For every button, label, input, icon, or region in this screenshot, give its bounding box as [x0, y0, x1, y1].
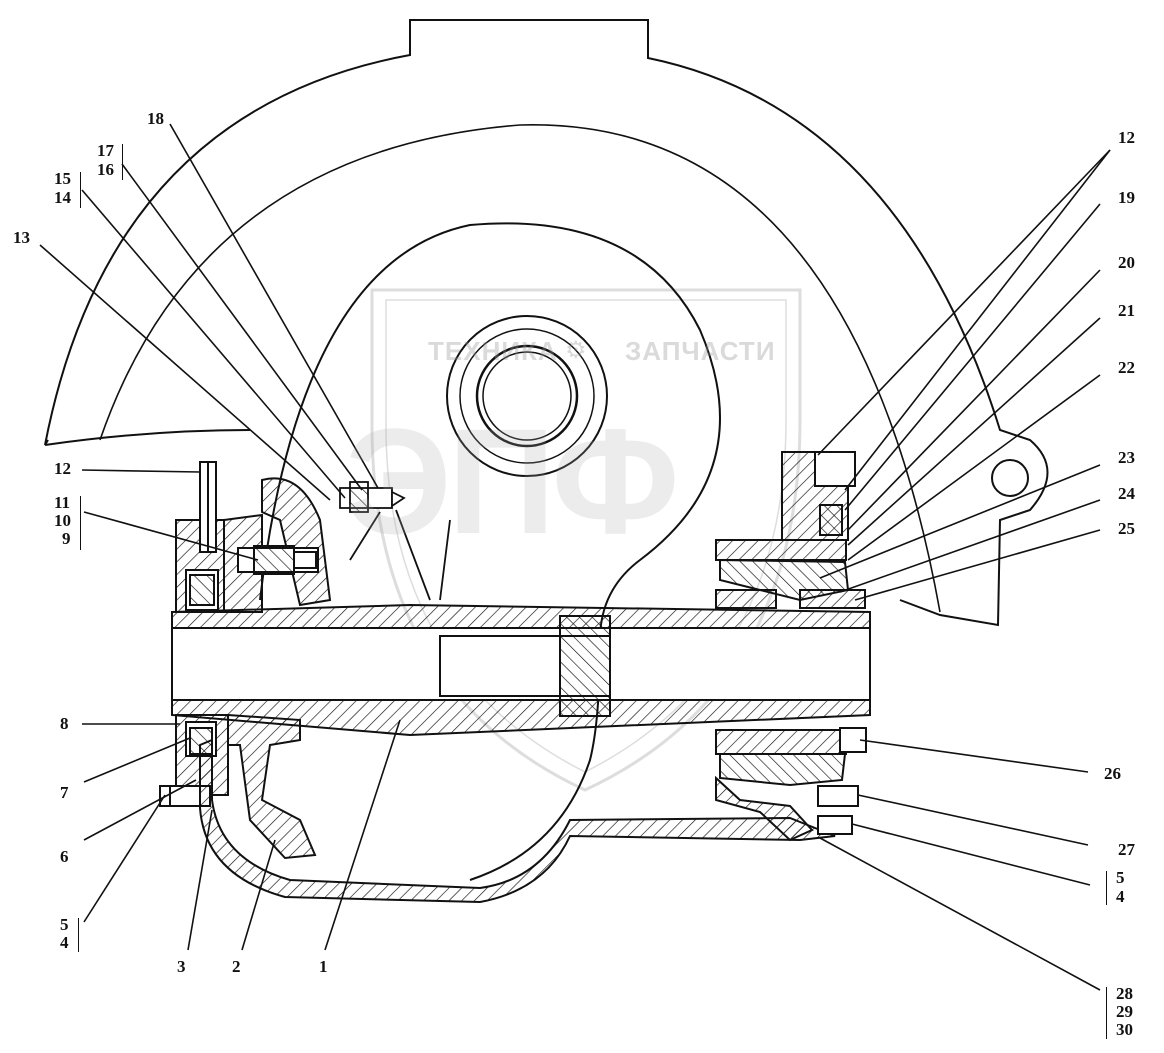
callout-18: 18: [147, 109, 164, 128]
callout-8: 8: [60, 714, 69, 733]
callout-2: 2: [232, 957, 241, 976]
callout-24: 24: [1118, 484, 1135, 503]
bracket-11-9: [80, 496, 81, 550]
callout-26: 26: [1104, 764, 1121, 783]
callout-4-right: 4: [1116, 887, 1125, 906]
callout-15: 15: [54, 169, 71, 188]
grease-fitting: [339, 481, 451, 601]
bracket-5-4-left: [78, 918, 79, 952]
gear-disc: [259, 222, 721, 881]
main-shaft: [171, 603, 871, 737]
callout-4-left: 4: [60, 933, 69, 952]
callout-1: 1: [319, 957, 328, 976]
watermark-logo: ЭПФ: [345, 397, 680, 565]
callout-28: 28: [1116, 984, 1133, 1003]
callout-23: 23: [1118, 448, 1135, 467]
callout-25: 25: [1118, 519, 1135, 538]
callout-11: 11: [54, 493, 71, 512]
callout-21: 21: [1118, 301, 1135, 320]
callout-27: 27: [1118, 840, 1135, 859]
callout-16: 16: [97, 160, 114, 179]
callout-5-right: 5: [1116, 868, 1125, 887]
leader-lines: [39, 123, 1111, 991]
watermark-text-left: ТЕХНИКА: [428, 336, 558, 366]
callout-30: 30: [1116, 1020, 1133, 1039]
bracket-15-14: [80, 172, 81, 208]
callout-10: 10: [54, 511, 71, 530]
bracket-28-30: [1106, 987, 1107, 1039]
callout-9: 9: [62, 529, 71, 548]
callout-12-right: 12: [1118, 128, 1135, 147]
callout-17: 17: [97, 141, 114, 160]
bracket-17-16: [122, 144, 123, 180]
callout-14: 14: [54, 188, 71, 207]
callout-12-left: 12: [54, 459, 71, 478]
callout-6: 6: [60, 847, 69, 866]
callout-13: 13: [13, 228, 30, 247]
callout-19: 19: [1118, 188, 1135, 207]
callout-5-left: 5: [60, 915, 69, 934]
callout-7: 7: [60, 783, 69, 802]
callout-3: 3: [177, 957, 186, 976]
watermark-text-right: ЗАПЧАСТИ: [625, 336, 776, 366]
callout-20: 20: [1118, 253, 1135, 272]
callout-29: 29: [1116, 1002, 1133, 1021]
gear-icon: ⚙: [565, 337, 588, 364]
callout-22: 22: [1118, 358, 1135, 377]
bracket-5-4-right: [1106, 871, 1107, 905]
right-bearing-assembly: [715, 451, 867, 842]
